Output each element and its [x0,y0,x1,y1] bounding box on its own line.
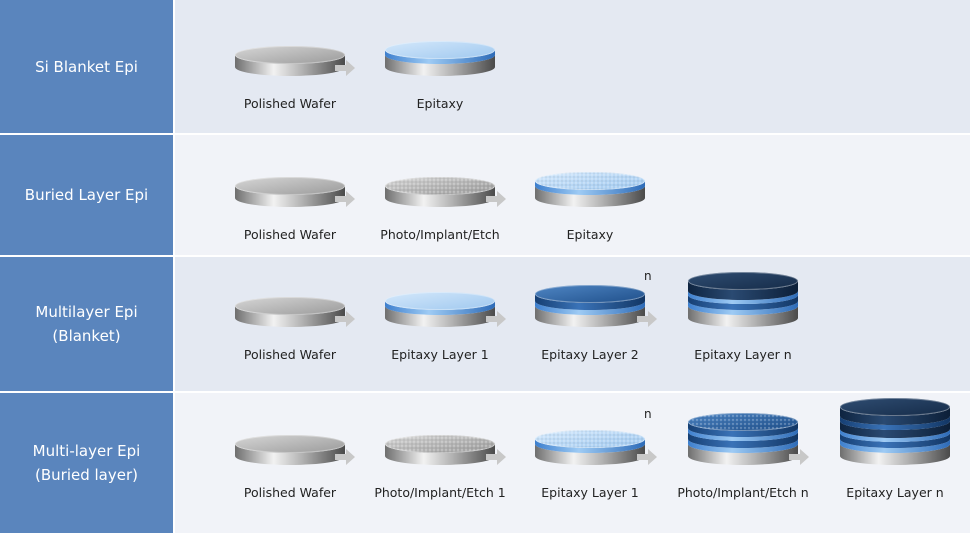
row-title: Multilayer Epi (Blanket) [0,257,173,391]
process-arrow-icon [637,449,659,465]
row-panel: Polished Wafer Epitaxy [175,0,970,133]
wafer-icon [385,177,495,207]
row-panel: Polished Wafer Photo/Implant/Etch Epitaxy [175,135,970,255]
row-title-line: Si Blanket Epi [35,57,138,76]
process-row: Multi-layer Epi (Buried layer) Polished Wa… [0,393,970,533]
row-title-line: Multi-layer Epi [32,442,141,460]
process-arrow-icon [789,449,811,465]
row-title-line: Multilayer Epi [35,303,138,321]
step-label: Epitaxy Layer 2 [541,347,639,362]
repeat-n-label: n [644,269,652,283]
process-arrow-icon [335,449,357,465]
process-arrow-icon [486,311,508,327]
wafer-icon [688,272,798,327]
wafer-icon [235,46,345,76]
process-arrow-icon [335,311,357,327]
wafer-icon [535,430,645,465]
step-label: Epitaxy [416,96,464,111]
process-arrow-icon [486,449,508,465]
row-title: Si Blanket Epi [0,0,173,133]
row-title-line: (Buried layer) [35,466,138,484]
process-arrow-icon [335,191,357,207]
repeat-n-label: n [644,407,652,421]
step-label: Epitaxy Layer n [694,347,792,362]
process-arrow-icon [335,60,357,76]
step-label: Photo/Implant/Etch [380,227,500,242]
step-label: Epitaxy Layer 1 [541,485,639,500]
process-row: Multilayer Epi (Blanket) Polished Wafer Epi… [0,257,970,391]
wafer-icon [840,398,950,465]
step-label: Polished Wafer [243,96,337,111]
row-title-line: Buried Layer Epi [24,186,149,204]
wafer-icon [385,435,495,465]
row-title-line: (Blanket) [52,327,121,345]
row-panel: Polished Wafer Photo/Implant/Etch 1 Epitax… [175,393,970,533]
step-label: Epitaxy Layer n [846,485,944,500]
row-title: Multi-layer Epi (Buried layer) [0,393,173,533]
step-label: Photo/Implant/Etch 1 [374,485,506,500]
step-label: Polished Wafer [243,347,337,362]
wafer-icon [235,435,345,465]
step-label: Epitaxy [566,227,614,242]
step-label: Polished Wafer [243,485,337,500]
wafer-icon [235,177,345,207]
process-arrow-icon [486,191,508,207]
process-arrow-icon [637,311,659,327]
step-label: Epitaxy Layer 1 [391,347,489,362]
step-label: Polished Wafer [243,227,337,242]
wafer-icon [385,41,495,76]
row-panel: Polished Wafer Epitaxy Layer 1 Epitaxy Lay… [175,257,970,391]
wafer-icon [688,413,798,465]
wafer-icon [535,172,645,207]
row-title: Buried Layer Epi [0,135,173,255]
wafer-icon [385,292,495,327]
step-label: Photo/Implant/Etch n [677,485,809,500]
wafer-icon [535,285,645,327]
wafer-icon [235,297,345,327]
